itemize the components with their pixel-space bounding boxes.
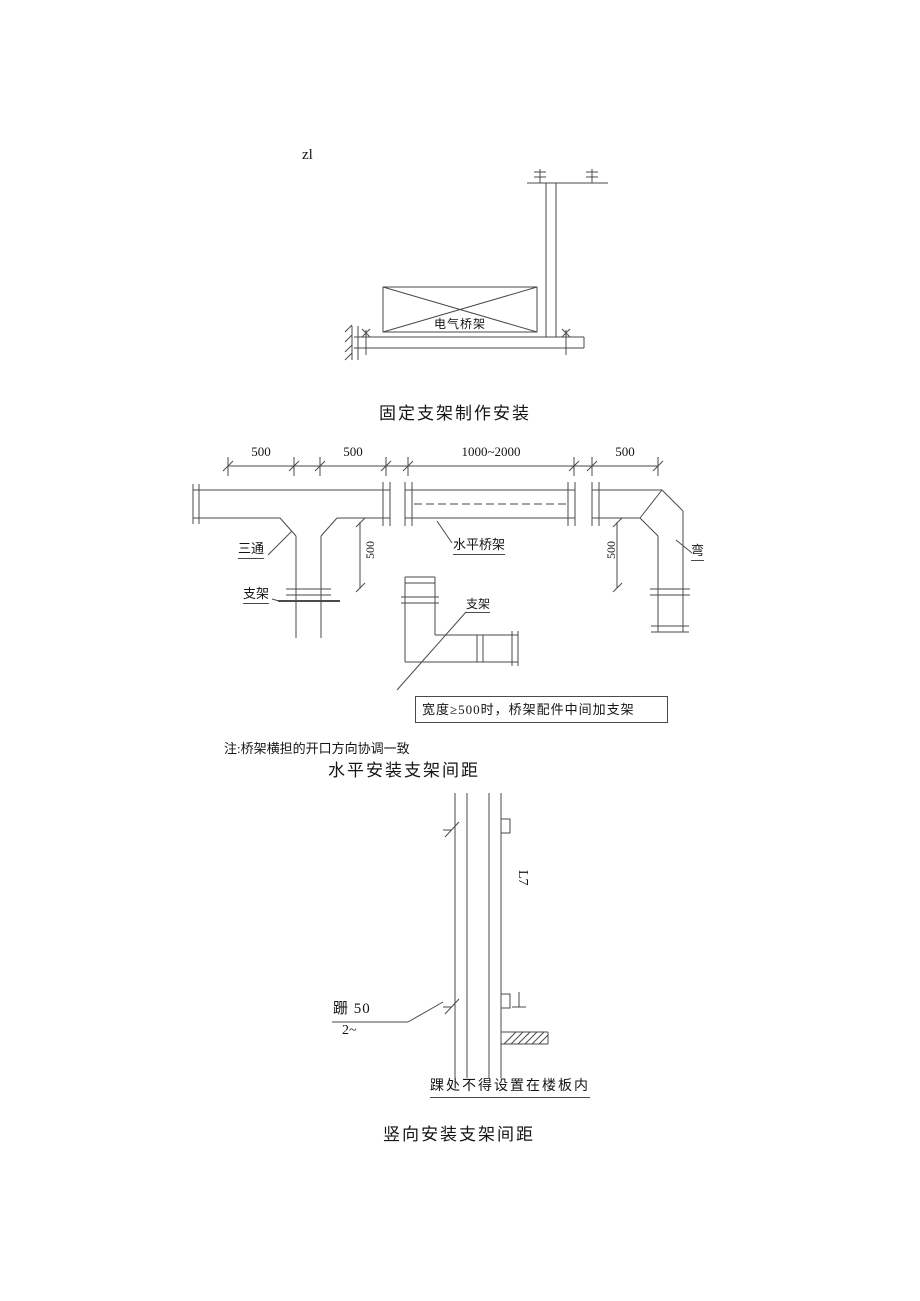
bracket-spacing-label-2: 2~ xyxy=(342,1023,357,1038)
label-bend: 弯 xyxy=(691,543,705,561)
bend-tray xyxy=(591,482,693,633)
figure3-caption: 竖向安装支架间距 xyxy=(383,1125,535,1144)
dim-500-c: 500 xyxy=(615,444,635,459)
upper-bracket-clips xyxy=(443,818,511,838)
ceiling-anchor xyxy=(527,169,608,184)
label-tee: 三通 xyxy=(238,541,265,559)
dim-500-vertical-right: 500 xyxy=(604,541,618,559)
label-horizontal-tray: 水平桥架 xyxy=(453,537,506,555)
lower-bracket-clips xyxy=(443,993,511,1015)
floor-slab-hatch xyxy=(501,1031,549,1045)
dim-500-b: 500 xyxy=(343,444,363,459)
channel-bolts xyxy=(361,328,571,355)
vertical-tray-rails xyxy=(454,793,502,1078)
width-note-box: 宽度≥500时，桥架配件中间加支架 xyxy=(415,696,668,723)
bracket-spacing-label-1: 跚 50 xyxy=(333,1001,371,1017)
middle-tray xyxy=(404,482,576,544)
dim-500-vertical-left: 500 xyxy=(363,541,377,559)
label-detail-support: 支架 xyxy=(466,597,491,614)
top-text: zl xyxy=(302,147,313,163)
tee-tray xyxy=(192,482,391,638)
top-dimension-line xyxy=(222,457,664,476)
cable-tray-box xyxy=(382,286,538,333)
vertical-dim-right xyxy=(612,517,623,593)
vertical-footnote: 踝处不得设置在楼板内 xyxy=(430,1079,590,1098)
figure2-caption: 水平安装支架间距 xyxy=(328,761,480,780)
wall-fixing xyxy=(344,324,359,361)
spacing-leader-line xyxy=(332,1001,444,1023)
hanger-channel xyxy=(545,183,557,337)
horizontal-footnote: 注:桥架横担的开口方向协调一致 xyxy=(224,741,410,756)
dim-500-a: 500 xyxy=(251,444,271,459)
vertical-spacing-drawing xyxy=(332,793,549,1078)
vertical-dim-label: L7 xyxy=(515,870,530,886)
figure1-caption: 固定支架制作安装 xyxy=(379,404,531,423)
datum-mark xyxy=(512,992,526,1008)
label-tee-support: 支架 xyxy=(243,586,270,604)
fixed-support-drawing xyxy=(344,169,608,361)
vertical-dim-left xyxy=(355,517,366,593)
dim-1000-2000: 1000~2000 xyxy=(461,444,521,459)
tray-label: 电气桥架 xyxy=(433,317,486,331)
horizontal-spacing-drawing xyxy=(192,457,693,691)
corner-support-detail xyxy=(396,576,519,691)
bottom-channel xyxy=(354,336,585,349)
